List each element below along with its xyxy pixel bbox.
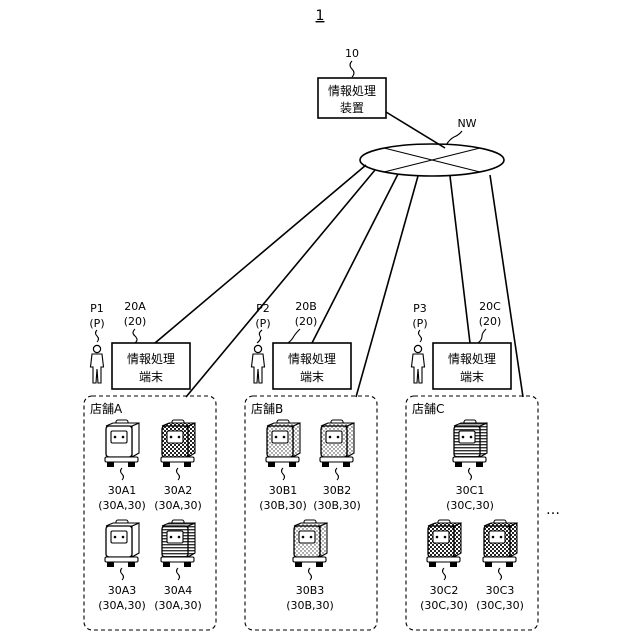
robot-ref: 30A4 [164,584,193,597]
robot-30b1: 30B1 (30B,30) [259,420,307,512]
robot-ref-paren: (30B,30) [286,599,334,612]
robot-ref-paren: (30A,30) [154,499,202,512]
terminal-20a: 20A (20) 情報処理 端末 [112,300,190,389]
network-ref: NW [457,117,476,130]
server-label-line1: 情報処理 [328,84,376,98]
person-ref-paren: (P) [412,317,427,330]
robot-30a2: 30A2 (30A,30) [154,420,202,512]
terminal-ref: 20C [479,300,501,313]
store-label-a: 店舗A [90,402,123,416]
store-box-a [84,396,216,630]
robot-icon [293,520,327,567]
robot-icon [161,520,195,567]
terminal-label-line1: 情報処理 [288,352,336,366]
robot-icon [105,520,139,567]
terminal-20c: 20C (20) 情報処理 端末 [433,300,511,389]
server-network-link [386,112,445,148]
robot-ref: 30C2 [430,584,459,597]
robot-ref: 30A1 [108,484,137,497]
person-ref: P3 [413,302,427,315]
robot-30b2: 30B2 (30B,30) [313,420,361,512]
terminal-label-line1: 情報処理 [127,352,175,366]
robot-ref: 30C1 [456,484,485,497]
terminal-label-line2: 端末 [300,370,324,384]
robot-ref: 30C3 [486,584,515,597]
robot-ref: 30B3 [296,584,325,597]
terminal-ref-paren: (20) [295,315,318,328]
robot-icon [483,520,517,567]
person-p3: P3 (P) [412,302,428,383]
robot-ref-paren: (30C,30) [476,599,524,612]
robot-ref: 30B2 [323,484,352,497]
server-node: 10 情報処理 装置 [318,47,386,118]
robot-30a1: 30A1 (30A,30) [98,420,146,512]
terminal-ref: 20B [295,300,317,313]
robot-ref-paren: (30A,30) [154,599,202,612]
robot-ref: 30B1 [269,484,298,497]
store-label-b: 店舗B [251,402,283,416]
robot-30c3: 30C3 (30C,30) [476,520,524,612]
person-ref-paren: (P) [89,317,104,330]
robot-ref: 30A2 [164,484,193,497]
terminal-20b: 20B (20) 情報処理 端末 [273,300,351,389]
person-icon [91,345,104,383]
figure-number: 1 [316,8,325,24]
network-node: NW [360,117,504,176]
robot-ref: 30A3 [108,584,137,597]
robot-ref-paren: (30A,30) [98,599,146,612]
robot-ref-paren: (30B,30) [259,499,307,512]
robot-ref-paren: (30A,30) [98,499,146,512]
robot-ref-paren: (30B,30) [313,499,361,512]
person-ref-paren: (P) [255,317,270,330]
robot-ref-paren: (30C,30) [446,499,494,512]
person-ref: P2 [256,302,270,315]
server-label-line2: 装置 [340,101,364,115]
terminal-ref-paren: (20) [124,315,147,328]
robot-30b3: 30B3 (30B,30) [286,520,334,612]
robot-icon [453,420,487,467]
terminal-label-line2: 端末 [139,370,163,384]
more-indicator: … [546,502,560,518]
person-icon [412,345,425,383]
robot-icon [427,520,461,567]
person-icon [252,345,265,383]
terminal-label-line2: 端末 [460,370,484,384]
robot-icon [266,420,300,467]
robot-30c1: 30C1 (30C,30) [446,420,494,512]
robot-30a3: 30A3 (30A,30) [98,520,146,612]
robot-30c2: 30C2 (30C,30) [420,520,468,612]
server-ref: 10 [345,47,359,60]
robot-30a4: 30A4 (30A,30) [154,520,202,612]
person-p1: P1 (P) [89,302,104,383]
terminal-ref-paren: (20) [479,315,502,328]
person-ref: P1 [90,302,104,315]
robot-icon [105,420,139,467]
store-label-c: 店舗C [412,402,444,416]
robot-icon [161,420,195,467]
robot-ref-paren: (30C,30) [420,599,468,612]
terminal-ref: 20A [124,300,146,313]
robot-icon [320,420,354,467]
terminal-label-line1: 情報処理 [448,352,496,366]
